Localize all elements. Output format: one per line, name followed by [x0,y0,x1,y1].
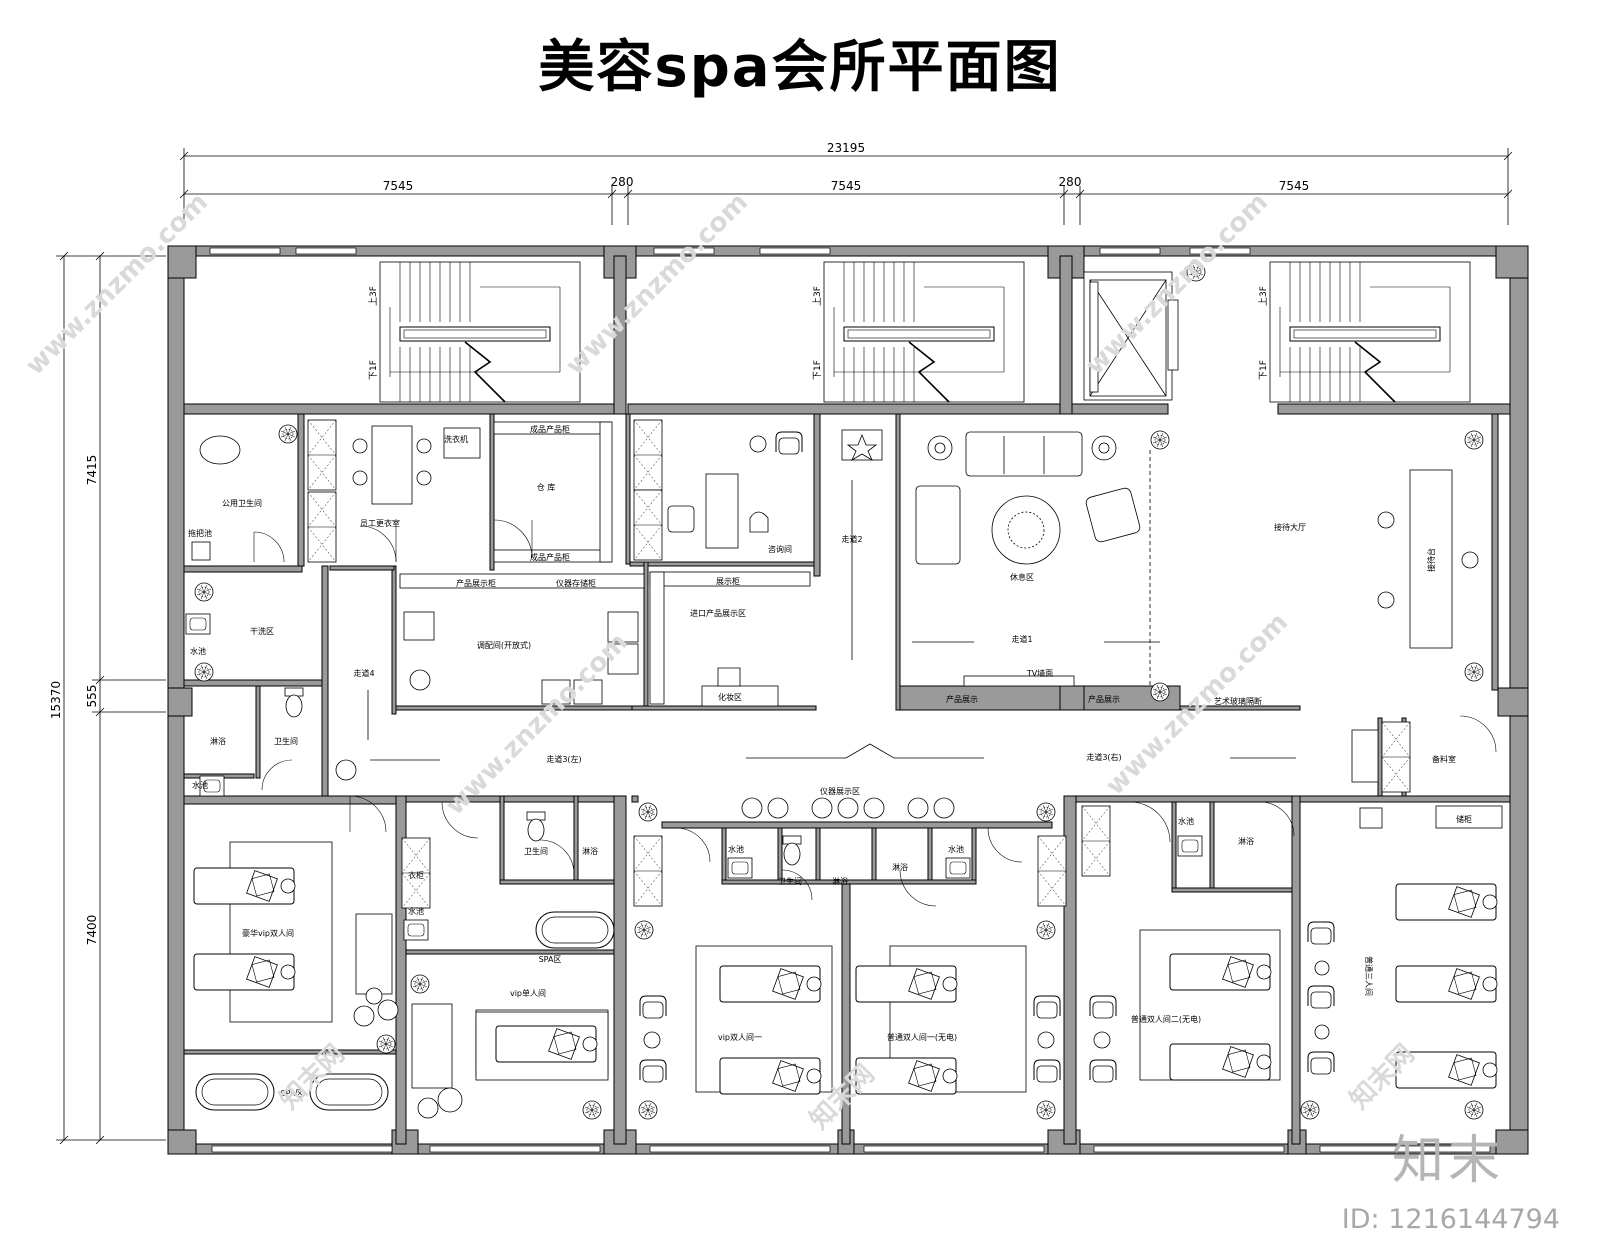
watermark-logo: 知末 [1391,1131,1504,1191]
label-basin-3: 水池 [408,906,424,916]
label-corridor-3-right: 走道3(右) [1086,752,1121,762]
label-warehouse: 仓 库 [537,482,556,492]
doors [253,519,1497,907]
stair-2-up: 上3F [812,286,823,306]
stair-1 [379,261,581,403]
label-corridor-3-left: 走道3(左) [546,754,581,764]
stair-3-down: 下1F [1259,360,1269,380]
watermark-id: ID: 1216144794 [1341,1204,1560,1235]
label-dry-area: 干洗区 [250,626,274,636]
stair-3 [1269,261,1471,403]
label-spa-area-1: SPA区 [281,1089,304,1098]
windows [209,247,1491,1153]
dim-overall-height: 15370 [49,681,63,719]
stair-1-up: 上3F [368,286,379,306]
label-toilet-1: 卫生间 [274,736,298,746]
dimension-lines [56,148,1513,1145]
label-product-cabinet: 产品展示柜 [456,578,496,588]
label-product-display-1: 产品展示 [946,694,978,704]
label-spa-area-2: SPA区 [539,955,562,964]
label-public-wc: 公用卫生间 [222,498,262,508]
label-wardrobe: 衣柜 [408,870,424,880]
label-corridor-1: 走道1 [1011,634,1032,644]
label-finished-cabinet-bottom: 成品产品柜 [530,552,570,562]
label-lounge: 休息区 [1010,572,1034,582]
label-basin-5: 水池 [948,844,964,854]
label-luxury-vip: 豪华vip双人间 [242,928,294,938]
dim-gap-2: 280 [1059,175,1082,189]
label-basin-2: 水池 [192,780,208,790]
label-normal-double-2: 普通双人间二(无电) [1131,1014,1201,1024]
label-shower-4: 淋浴 [892,862,908,872]
label-makeup: 化妆区 [718,692,742,702]
label-vip-double-1: vip双人间一 [718,1033,762,1042]
label-reception-desk: 接待台 [1426,548,1436,572]
label-material-room: 备料室 [1432,754,1456,764]
label-basin-1: 水池 [190,646,206,656]
stair-2 [823,261,1025,403]
label-basin-4: 水池 [728,844,744,854]
label-shower-2: 淋浴 [582,846,598,856]
label-finished-cabinet-top: 成品产品柜 [530,424,570,434]
drawing-title: 美容spa会所平面图 [538,35,1062,100]
corridor-arrows [367,450,1296,761]
dim-segment-1: 7545 [383,179,414,193]
label-import-display: 进口产品展示区 [690,608,746,618]
dim-segment-3: 7545 [1279,179,1310,193]
label-basin-6: 水池 [1178,816,1194,826]
label-cabinet: 储柜 [1456,814,1472,824]
dim-height-mid: 555 [85,685,99,708]
label-product-display-2: 产品展示 [1088,694,1120,704]
dim-segment-2: 7545 [831,179,862,193]
label-mop-pool: 拖把池 [188,528,212,538]
label-mixing-room: 调配间(开放式) [477,640,531,650]
interior-walls [183,255,1511,1145]
label-display-cabinet: 展示柜 [716,576,740,586]
stair-1-down: 下1F [369,360,379,380]
label-shower-5: 淋浴 [1238,836,1254,846]
label-shower-3: 淋浴 [832,876,848,886]
label-normal-triple: 普通三人间 [1364,956,1374,996]
stair-2-down: 下1F [813,360,823,380]
label-toilet-2: 卫生间 [524,846,548,856]
dim-height-bottom: 7400 [85,915,99,946]
label-corridor-2: 走道2 [841,534,862,544]
label-shower-1: 淋浴 [210,736,226,746]
label-instrument-cabinet: 仪器存储柜 [556,578,596,588]
label-art-glass: 艺术玻璃隔断 [1214,696,1262,706]
label-normal-double-1: 普通双人间一(无电) [887,1032,957,1042]
dim-gap-1: 280 [611,175,634,189]
label-toilet-3: 卫生间 [778,876,802,886]
label-tv-wall: TV墙面 [1026,668,1053,678]
label-staff-changing: 员工更衣室 [360,518,400,528]
label-vip-single: vip单人间 [510,988,546,998]
label-reception: 接待大厅 [1274,522,1306,532]
label-instrument-area: 仪器展示区 [820,787,860,796]
elevator [1083,271,1179,401]
label-washer: 洗衣机 [444,434,468,444]
furniture [185,419,1503,1119]
dim-overall-width: 23195 [827,141,865,155]
vip-single-bed [475,1011,609,1081]
label-corridor-4: 走道4 [353,668,374,678]
label-consult: 咨询间 [768,544,792,554]
stair-3-up: 上3F [1258,286,1269,306]
dim-height-top: 7415 [85,455,99,486]
